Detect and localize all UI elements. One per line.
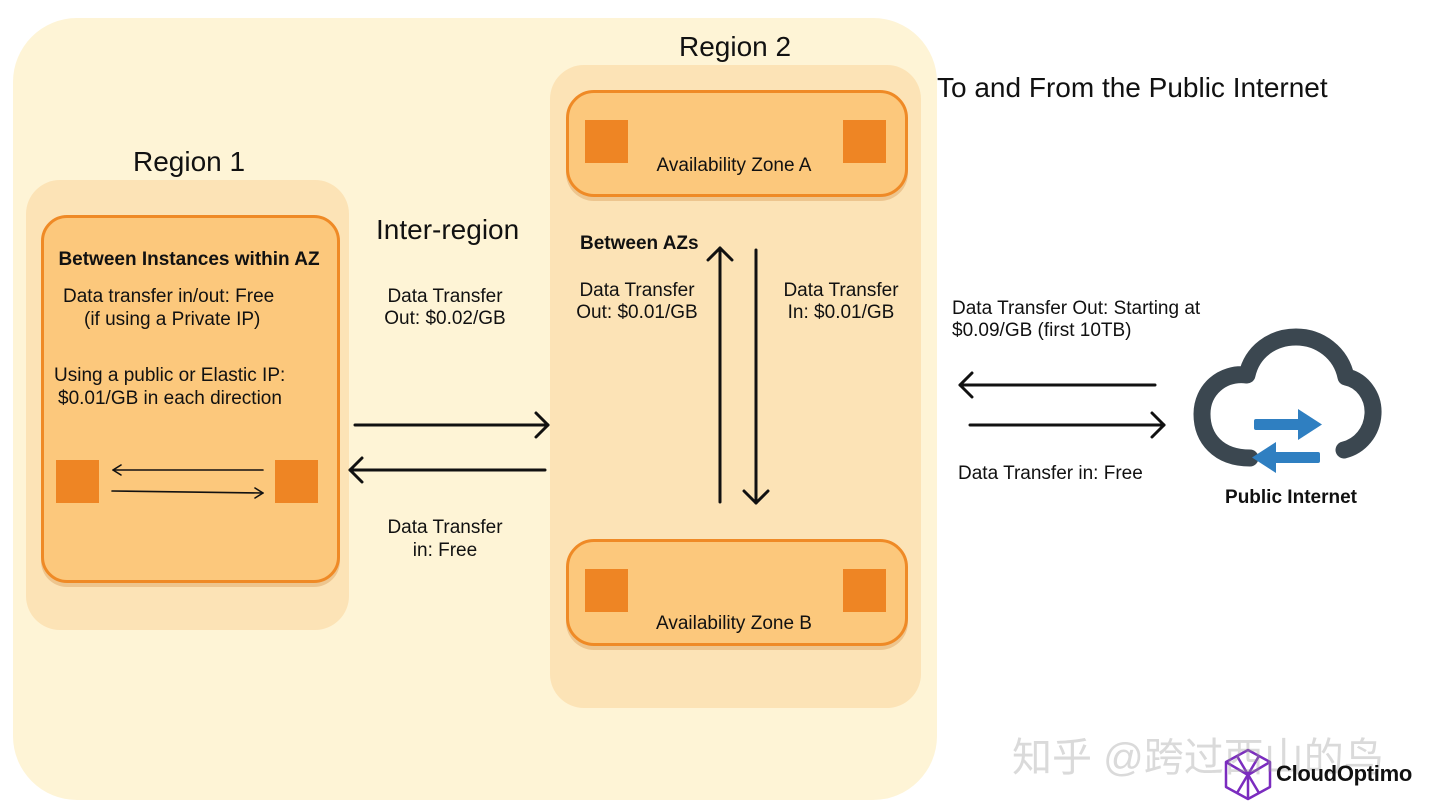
inter-region-in-arrow <box>348 456 547 484</box>
az-in-arrow <box>742 248 770 505</box>
instances-within-az-box <box>41 215 340 583</box>
inter-region-out-label-1: Data Transfer <box>387 286 503 307</box>
az-out-label-2: Out: $0.01/GB <box>576 302 698 323</box>
az-b-instance-left <box>585 569 628 612</box>
internet-out-arrow <box>958 371 1157 399</box>
availability-zone-b-label: Availability Zone B <box>656 613 812 634</box>
az-in-label-1: Data Transfer <box>783 280 899 301</box>
az-b-instance-right <box>843 569 886 612</box>
private-ip-transfer-text: Data transfer in/out: Free <box>63 286 275 307</box>
within-az-arrow-right <box>111 487 264 499</box>
az-a-instance-left <box>585 120 628 163</box>
between-azs-heading: Between AZs <box>580 233 699 254</box>
instances-within-az-heading: Between Instances within AZ <box>58 249 320 270</box>
az-out-label-1: Data Transfer <box>579 280 695 301</box>
private-ip-note: (if using a Private IP) <box>84 309 261 330</box>
internet-in-arrow <box>968 411 1166 439</box>
internet-out-label-1: Data Transfer Out: Starting at <box>952 298 1201 319</box>
within-az-arrow-left <box>112 464 264 476</box>
public-ip-transfer-text: Using a public or Elastic IP: <box>54 365 286 386</box>
public-ip-price-text: $0.01/GB in each direction <box>58 388 282 409</box>
region-2-title: Region 2 <box>679 31 792 62</box>
availability-zone-a-label: Availability Zone A <box>656 155 812 176</box>
internet-in-label: Data Transfer in: Free <box>958 463 1143 484</box>
hexagon-cube-icon <box>1224 748 1272 801</box>
instance-right <box>275 460 318 503</box>
inter-region-in-label-1: Data Transfer <box>387 517 503 538</box>
internet-out-label-2: $0.09/GB (first 10TB) <box>952 320 1132 341</box>
instance-left <box>56 460 99 503</box>
watermark: 知乎 @跨过西山的鸟 <box>1012 736 1384 780</box>
az-out-arrow <box>706 246 734 504</box>
inter-region-title: Inter-region <box>376 214 520 245</box>
region-1-title: Region 1 <box>133 146 246 177</box>
az-a-instance-right <box>843 120 886 163</box>
public-internet-title: To and From the Public Internet <box>937 72 1328 103</box>
inter-region-out-arrow <box>353 411 550 439</box>
cloud-transfer-icon <box>1193 328 1382 473</box>
cloudoptimo-logo-text: CloudOptimo <box>1276 761 1413 786</box>
az-in-label-2: In: $0.01/GB <box>787 302 895 323</box>
inter-region-out-label-2: Out: $0.02/GB <box>384 308 506 329</box>
inter-region-in-label-2: in: Free <box>412 540 478 561</box>
public-internet-label: Public Internet <box>1225 487 1357 508</box>
